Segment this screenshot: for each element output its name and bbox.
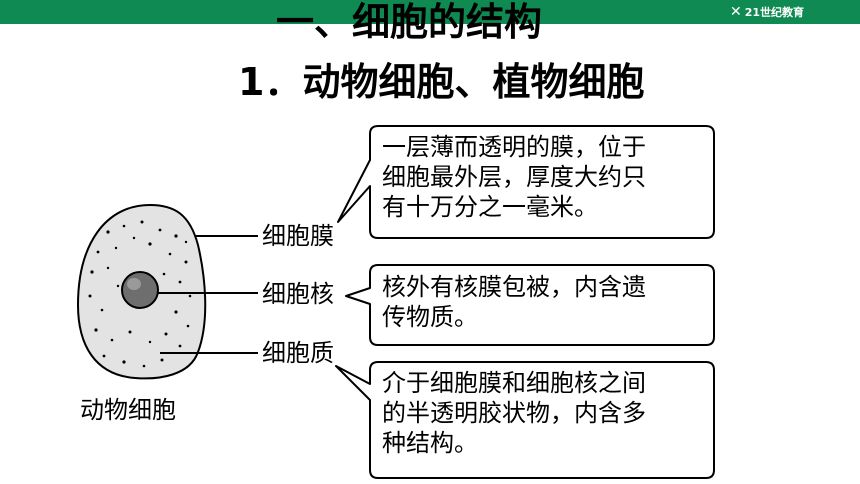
label-nucleus: 细胞核	[262, 280, 334, 308]
page-subtitle: 1．动物细胞、植物细胞	[238, 60, 645, 104]
cytoplasm-callout-box	[335, 361, 715, 479]
page-title: 一、细胞的结构	[276, 0, 543, 44]
membrane-callout-line: 有十万分之一毫米。	[382, 193, 598, 221]
nucleus-callout-box	[345, 264, 715, 346]
logo-text: 21世纪教育	[744, 6, 805, 19]
cytoplasm-callout-line: 种结构。	[382, 429, 478, 457]
membrane-callout-text: 一层薄而透明的膜，位于 细胞最外层，厚度大约只 有十万分之一毫米。	[382, 132, 646, 222]
nucleus	[121, 271, 159, 309]
cytoplasm-dots	[88, 220, 192, 368]
runner-icon: ✕	[730, 4, 742, 20]
cytoplasm-callout-text: 介于细胞膜和细胞核之间 的半透明胶状物，内含多 种结构。	[382, 368, 646, 458]
brand-logo: ✕ 21世纪教育	[730, 4, 804, 20]
membrane-callout-line: 一层薄而透明的膜，位于	[382, 133, 646, 161]
cytoplasm-callout-line: 的半透明胶状物，内含多	[382, 399, 646, 427]
nucleus-callout-line: 传物质。	[382, 303, 478, 331]
nucleus-callout-line: 核外有核膜包被，内含遗	[382, 273, 646, 301]
label-cytoplasm: 细胞质	[262, 339, 334, 367]
top-bar	[0, 0, 860, 24]
membrane-callout-line: 细胞最外层，厚度大约只	[382, 163, 646, 191]
label-membrane: 细胞膜	[262, 222, 334, 250]
cell-caption: 动物细胞	[80, 396, 176, 424]
membrane-callout-box	[337, 125, 715, 239]
nucleus-callout-text: 核外有核膜包被，内含遗 传物质。	[382, 272, 646, 332]
cytoplasm-callout-line: 介于细胞膜和细胞核之间	[382, 369, 646, 397]
nucleolus-highlight	[127, 278, 141, 290]
